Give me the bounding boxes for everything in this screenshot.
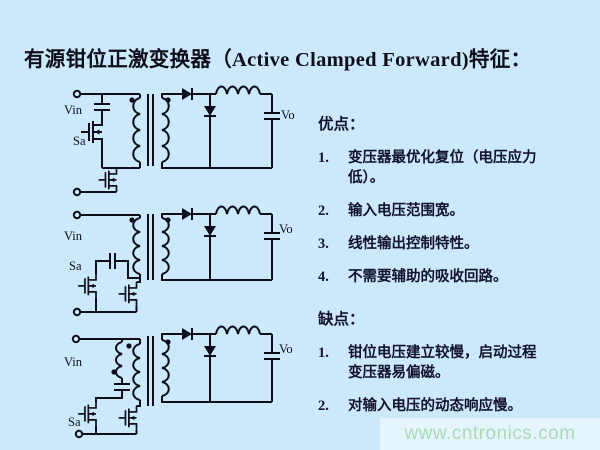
phase-dot — [165, 217, 171, 223]
vo-label: Vo — [279, 222, 293, 236]
terminal-node — [72, 210, 82, 220]
watermark-text: www.cntronics.com — [404, 423, 576, 444]
advantage-item-2: 2. 输入电压范围宽。 — [318, 201, 568, 221]
mosfet-symbol-main — [117, 405, 138, 431]
terminal-node — [72, 307, 82, 317]
phase-dot — [165, 339, 171, 345]
phase-dot — [165, 97, 171, 103]
phase-dot — [129, 97, 135, 103]
item-text: 线性输出控制特性。 — [348, 236, 479, 252]
item-number: 4. — [318, 269, 329, 285]
disadvantage-item-2: 2. 对输入电压的动态响应慢。 — [318, 396, 568, 416]
sa-label: Sa — [69, 259, 82, 273]
freewheel-diode-icon — [204, 226, 216, 236]
sa-label: Sa — [68, 415, 81, 429]
item-number: 3. — [318, 236, 329, 252]
freewheel-diode-icon — [204, 106, 216, 116]
phase-dot — [111, 369, 117, 375]
mosfet-symbol-sa — [77, 401, 97, 427]
item-text: 对输入电压的动态响应慢。 — [348, 398, 522, 414]
terminal-node — [71, 334, 81, 344]
vin-label: Vin — [64, 103, 83, 117]
item-text: 变压器最优化复位（电压应力低）。 — [348, 150, 537, 186]
item-number: 1. — [318, 345, 329, 361]
circuit-diagram-1: Vin Sa Vo — [64, 85, 295, 197]
mosfet-symbol-sa — [77, 273, 97, 299]
phase-dot — [129, 217, 135, 223]
circuit-diagram-2: Vin Sa Vo — [64, 205, 293, 317]
phase-dot — [126, 343, 132, 349]
item-text: 不需要辅助的吸收回路。 — [348, 269, 508, 285]
advantage-item-4: 4. 不需要辅助的吸收回路。 — [318, 267, 568, 287]
circuit-diagram-3: Vin Sa Vo — [64, 325, 293, 439]
mosfet-symbol-main — [97, 167, 118, 193]
notes-column: 优点： 1. 变压器最优化复位（电压应力低）。 2. 输入电压范围宽。 3. 线… — [318, 112, 568, 429]
disadvantage-item-1: 1. 钳位电压建立较慢，启动过程变压器易偏磁。 — [318, 343, 568, 383]
vo-label: Vo — [279, 342, 293, 356]
page-title: 有源钳位正激变换器（Active Clamped Forward)特征： — [24, 49, 532, 71]
item-number: 2. — [318, 398, 329, 414]
advantage-item-1: 1. 变压器最优化复位（电压应力低）。 — [318, 148, 568, 188]
watermark-band: www.cntronics.com — [380, 418, 600, 450]
item-text: 输入电压范围宽。 — [348, 203, 464, 219]
terminal-node — [72, 89, 82, 99]
vin-label: Vin — [64, 355, 83, 369]
rectifier-diode-icon — [182, 88, 192, 100]
terminal-node — [74, 429, 84, 439]
rectifier-diode-icon — [182, 328, 192, 340]
sa-label: Sa — [73, 134, 86, 148]
circuit-diagrams-column: Vin Sa Vo — [44, 84, 304, 442]
vo-label: Vo — [281, 108, 295, 122]
vin-label: Vin — [64, 229, 83, 243]
mosfet-symbol-main — [117, 281, 138, 307]
rectifier-diode-icon — [182, 208, 192, 220]
terminal-node — [72, 187, 82, 197]
item-text: 钳位电压建立较慢，启动过程变压器易偏磁。 — [348, 345, 537, 381]
item-number: 2. — [318, 203, 329, 219]
disadvantages-heading: 缺点： — [318, 311, 365, 328]
advantage-item-3: 3. 线性输出控制特性。 — [318, 234, 568, 254]
advantages-heading: 优点： — [318, 116, 365, 133]
freewheel-diode-icon — [204, 346, 216, 356]
item-number: 1. — [318, 150, 329, 166]
